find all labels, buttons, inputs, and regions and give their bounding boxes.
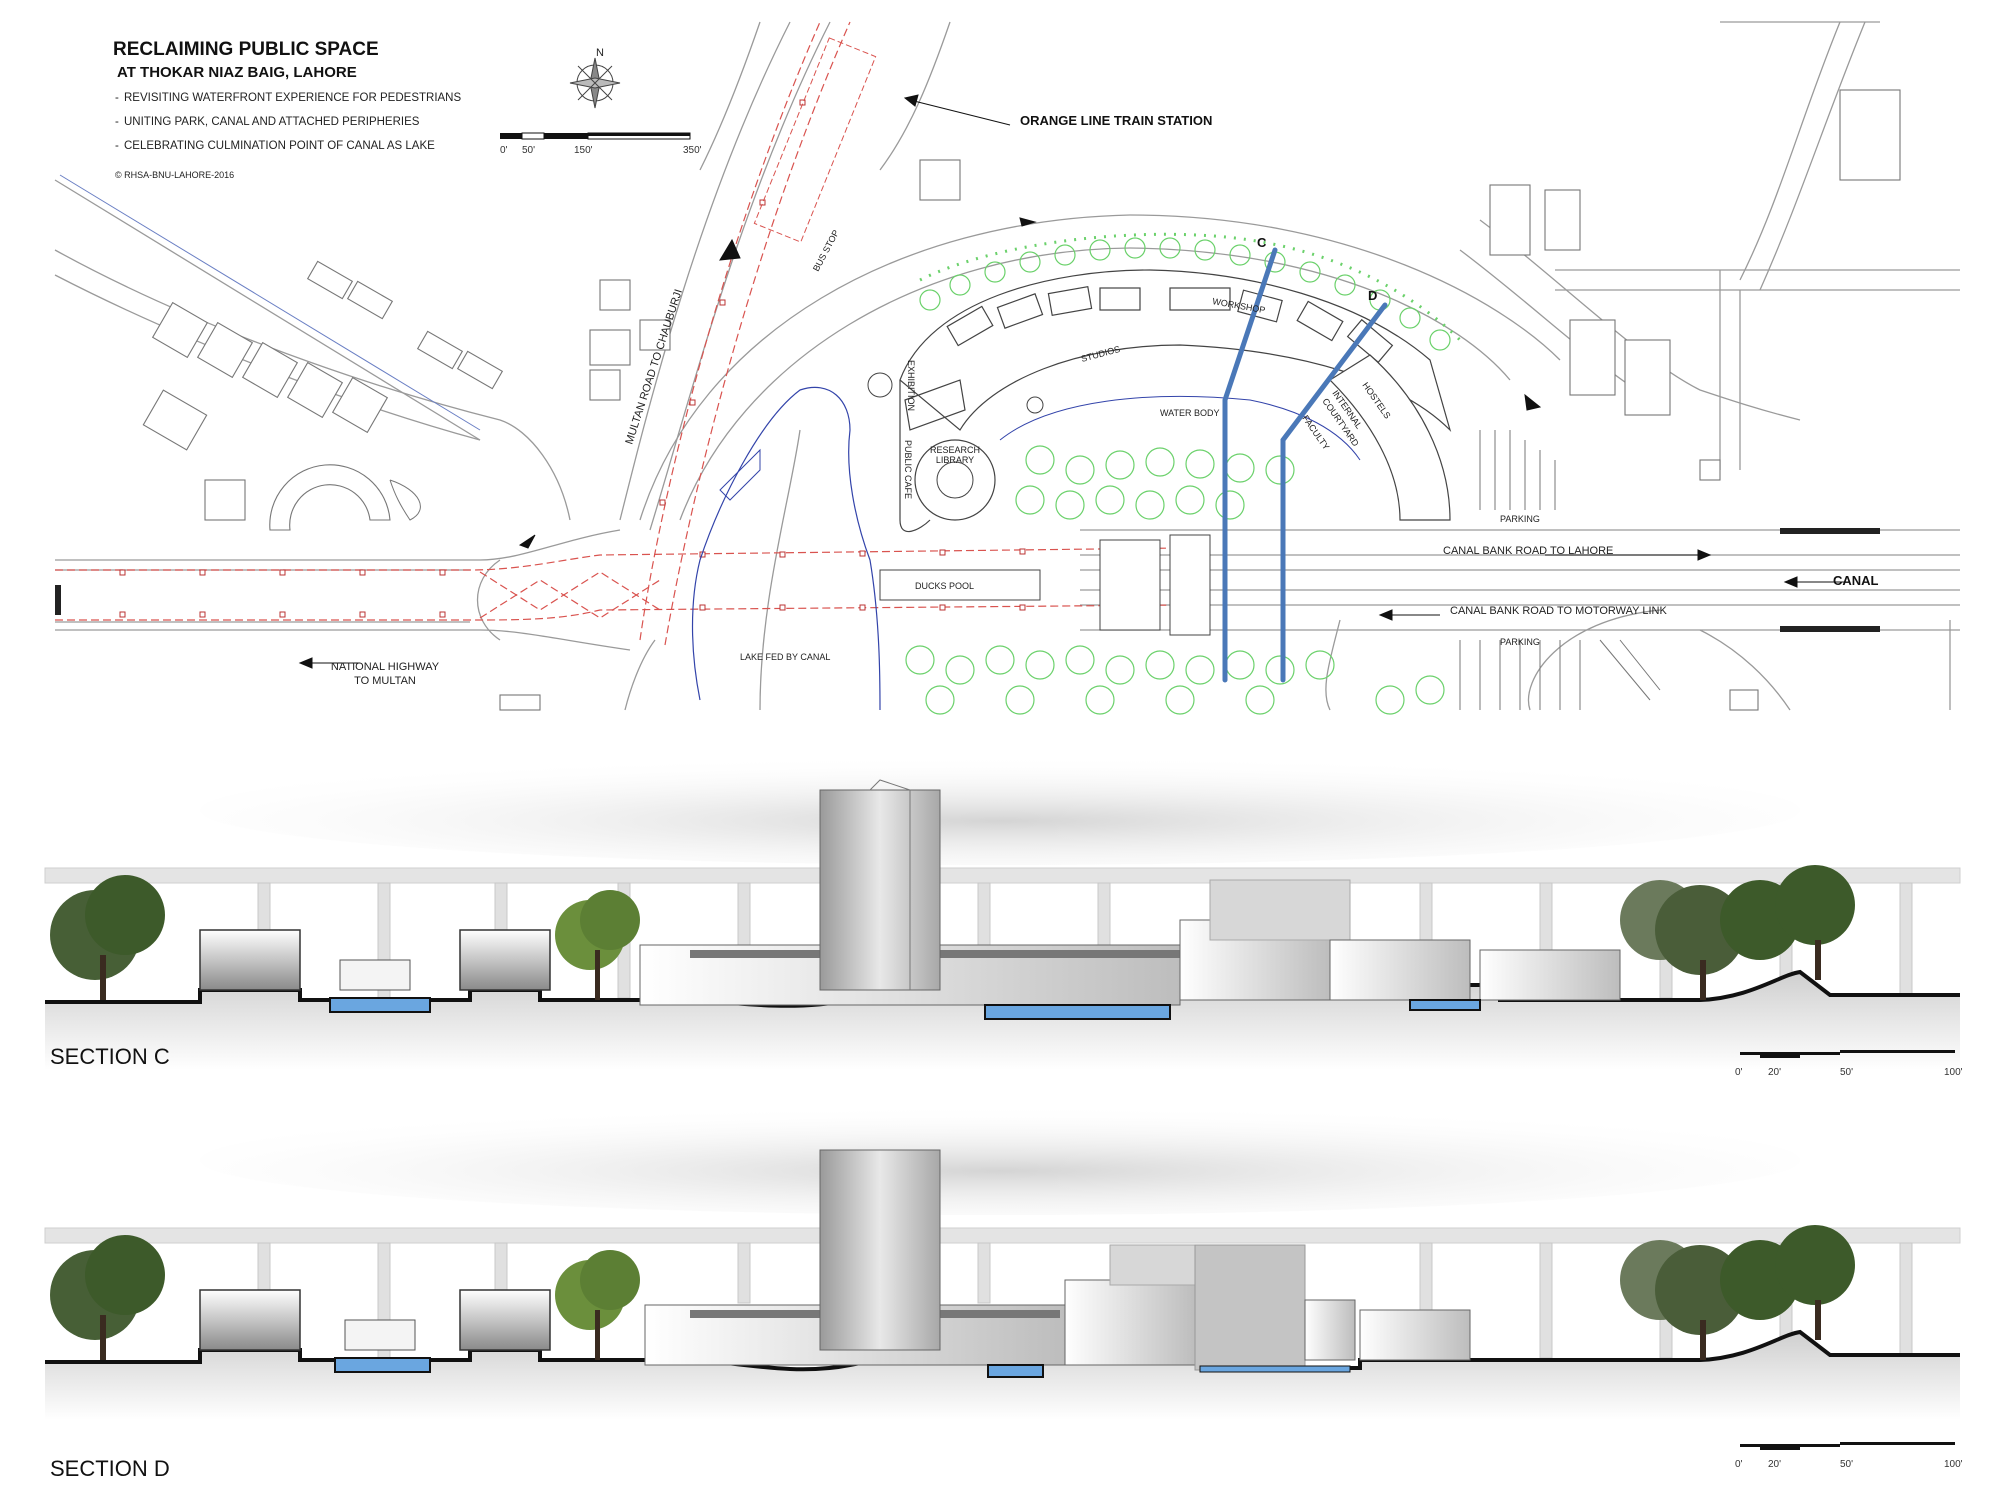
parking-stripes <box>1459 430 1661 710</box>
plan-scale-tick-2: 150' <box>574 145 593 156</box>
site-plan: C D N 0' 5 <box>54 21 1965 715</box>
section-c-pool <box>984 1004 1171 1020</box>
underpass-left <box>199 929 301 991</box>
section-c-scale-bar <box>1740 1050 1955 1058</box>
research-library-outline <box>914 439 996 521</box>
section-c-scale-tick-0: 0' <box>1735 1067 1743 1078</box>
label-national-highway-2: TO MULTAN <box>354 675 416 687</box>
section-c-marker: C <box>1257 235 1267 250</box>
copyright: © RHSA-BNU-LAHORE-2016 <box>115 170 234 180</box>
label-lake: LAKE FED BY CANAL <box>740 652 830 662</box>
bullet-1: REVISITING WATERFRONT EXPERIENCE FOR PED… <box>124 92 461 104</box>
canal-pool <box>334 1357 431 1373</box>
lake-outline <box>691 386 881 711</box>
plan-buildings <box>142 89 1901 711</box>
fountain-structure <box>344 1319 416 1351</box>
sky-haze <box>200 755 1800 865</box>
label-research-library-2: LIBRARY <box>936 455 974 465</box>
label-canal-road-lahore: CANAL BANK ROAD TO LAHORE <box>1443 545 1613 557</box>
ducks-pool-outline <box>879 569 1041 601</box>
elevated-deck <box>44 1227 1961 1244</box>
bullet-3: CELEBRATING CULMINATION POINT OF CANAL A… <box>124 140 435 152</box>
section-d-tower <box>819 1149 941 1351</box>
north-arrow-icon <box>569 57 621 109</box>
north-label: N <box>596 47 604 59</box>
label-canal-road-motorway: CANAL BANK ROAD TO MOTORWAY LINK <box>1450 605 1667 617</box>
campus-buildings <box>899 269 1452 533</box>
section-d-scale-tick-2: 50' <box>1840 1459 1853 1470</box>
plan-scale-bar <box>500 132 691 140</box>
boundary-line <box>59 174 481 431</box>
title-main: RECLAIMING PUBLIC SPACE <box>113 39 379 60</box>
section-c-scale-tick-2: 50' <box>1840 1067 1853 1078</box>
sky-haze <box>200 1105 1800 1215</box>
label-parking-2: PARKING <box>1500 637 1540 647</box>
label-exhibition: EXHIBITION <box>906 360 916 411</box>
elevated-deck <box>44 867 1961 884</box>
section-d-block-2 <box>1359 1309 1471 1361</box>
section-d-scale-bar <box>1740 1442 1955 1450</box>
bullet-dash-3: - <box>115 140 119 152</box>
orange-line-track <box>55 21 1181 646</box>
bullet-dash-1: - <box>115 92 119 104</box>
section-d-marker: D <box>1368 288 1377 303</box>
plan-scale-tick-0: 0' <box>500 145 508 156</box>
tree-planting <box>905 237 1451 715</box>
bullet-2: UNITING PARK, CANAL AND ATTACHED PERIPHE… <box>124 116 420 128</box>
underpass-right <box>459 1289 551 1351</box>
section-d-block-1 <box>1064 1279 1196 1366</box>
section-c-scale-tick-1: 20' <box>1768 1067 1781 1078</box>
section-cut-lines <box>1222 247 1388 683</box>
underpass-right <box>459 929 551 991</box>
section-d-scale-tick-0: 0' <box>1735 1459 1743 1470</box>
bullet-dash-2: - <box>115 116 119 128</box>
section-d-scale-tick-1: 20' <box>1768 1459 1781 1470</box>
train-station-outline <box>753 37 877 243</box>
canal-pool <box>329 997 431 1013</box>
fountain-structure <box>339 959 411 991</box>
label-ducks-pool: DUCKS POOL <box>915 581 974 591</box>
plan-scale-tick-3: 350' <box>683 145 702 156</box>
section-d-scale-tick-3: 100' <box>1944 1459 1963 1470</box>
section-d-trees <box>50 1225 1855 1360</box>
section-d-title: SECTION D <box>50 1456 170 1481</box>
label-public-cafe: PUBLIC CAFE <box>903 440 913 499</box>
section-d-core <box>1194 1244 1306 1371</box>
section-c-tower <box>819 789 941 991</box>
section-c-title: SECTION C <box>50 1044 170 1069</box>
section-d-drawing: SECTION D 0' 20' 50' 100' <box>44 1105 1963 1481</box>
plan-scale-tick-1: 50' <box>522 145 535 156</box>
label-research-library-1: RESEARCH <box>930 445 980 455</box>
section-c-trees <box>50 865 1855 1000</box>
underpass-left <box>199 1289 301 1351</box>
label-water-body: WATER BODY <box>1160 408 1220 418</box>
label-train-station: ORANGE LINE TRAIN STATION <box>1020 113 1212 128</box>
label-national-highway-1: NATIONAL HIGHWAY <box>331 661 440 673</box>
label-canal: CANAL <box>1833 573 1879 588</box>
road-medians <box>55 528 1880 632</box>
section-c-scale-tick-3: 100' <box>1944 1067 1963 1078</box>
direction-arrows <box>298 94 1845 669</box>
track-piers <box>119 99 1106 618</box>
section-d-pool <box>987 1364 1044 1378</box>
section-c-drawing: SECTION C 0' 20' 50' 100' <box>44 755 1963 1078</box>
title-sub: AT THOKAR NIAZ BAIG, LAHORE <box>117 64 357 81</box>
crescent-structure <box>269 464 391 531</box>
label-parking-1: PARKING <box>1500 514 1540 524</box>
